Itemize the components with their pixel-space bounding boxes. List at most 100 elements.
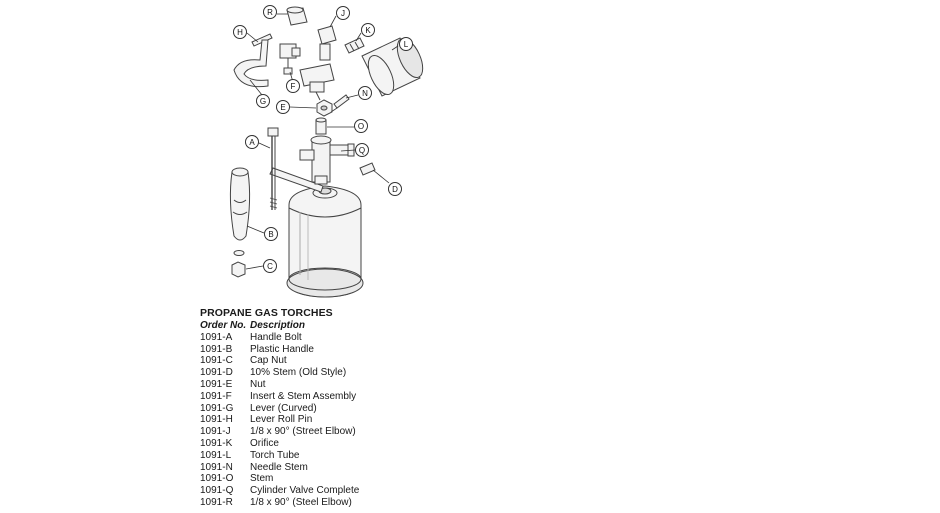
table-row: 1091-K Orifice [200,438,530,450]
handle-bracket [269,167,324,193]
description-cell: Torch Tube [250,449,300,461]
callout-e [276,100,290,114]
nut [316,99,333,117]
callout-letter: D [392,185,398,194]
order-no-cell: 1091-C [200,355,233,367]
table-row: 1091-C Cap Nut [200,355,530,367]
callout-letter: H [237,28,243,37]
order-no-cell: 1091-F [200,390,232,402]
callout-letter: B [268,230,273,239]
callout-letter: K [365,26,371,35]
callout-letter: L [404,40,409,49]
callout-letter: E [280,103,285,112]
description-cell: Insert & Stem Assembly [250,390,357,402]
callout-k [361,23,375,37]
order-no-header: Order No. [200,320,247,331]
callout-b [264,227,278,241]
parts-list: PROPANE GAS TORCHES Order No. Descriptio… [200,307,530,509]
table-row: 1091-B Plastic Handle [200,344,530,356]
order-no-cell: 1091-N [200,461,233,473]
plastic-handle [229,167,251,241]
description-cell: Plastic Handle [250,343,314,355]
order-no-cell: 1091-D [200,367,233,379]
callout-j [336,6,350,20]
exploded-parts-diagram: A B C D E F G H J K L N O Q R [229,5,424,298]
table-row: 1091-O Stem [200,473,530,485]
callout-q [355,143,369,157]
description-cell: Orifice [250,437,279,449]
callout-circles [233,5,413,273]
callout-d [388,182,402,196]
order-no-cell: 1091-J [200,426,231,438]
description-cell: Handle Bolt [250,331,302,343]
callout-o [354,119,368,133]
description-cell: Needle Stem [250,461,308,473]
table-row: 1091-H Lever Roll Pin [200,414,530,426]
cylinder-valve [299,135,355,185]
description-cell: Lever Roll Pin [250,414,313,426]
table-row: 1091-L Torch Tube [200,450,530,462]
callout-letter: F [291,82,296,91]
order-no-cell: 1091-G [200,402,234,414]
callout-letter: R [267,8,273,17]
table-row: 1091-J 1/8 x 90° (Street Elbow) [200,426,530,438]
description-cell: 1/8 x 90° (Street Elbow) [250,426,356,438]
handle-bolt [267,127,279,210]
description-header: Description [250,320,306,331]
callout-g [256,94,270,108]
table-row: 1091-G Lever (Curved) [200,403,530,415]
description-cell: 1/8 x 90° (Steel Elbow) [250,496,352,508]
steel-elbow [286,6,308,26]
table-row: 1091-E Nut [200,379,530,391]
callout-letter: C [267,262,273,271]
callout-letter: N [362,89,368,98]
orifice [344,37,365,54]
curved-lever [233,39,269,88]
table-row: 1091-A Handle Bolt [200,332,530,344]
callout-letter: O [358,122,364,131]
order-no-cell: 1091-O [200,473,234,485]
table-row: 1091-N Needle Stem [200,462,530,474]
description-cell: Stem [250,473,274,485]
callout-letters: A B C D E F G H J K L N O Q R [237,8,409,271]
leader-lines [245,13,399,270]
gas-cylinder [286,185,364,298]
stem-old-style [359,162,376,176]
callout-letter: Q [359,146,365,155]
callout-f [286,79,300,93]
description-cell: Lever (Curved) [250,402,317,414]
table-row: 1091-R 1/8 x 90° (Steel Elbow) [200,497,530,509]
callout-letter: A [249,138,255,147]
order-no-cell: 1091-R [200,496,233,508]
description-cell: Cap Nut [250,355,287,367]
callout-n [358,86,372,100]
table-row: 1091-F Insert & Stem Assembly [200,391,530,403]
callout-c [263,259,277,273]
order-no-cell: 1091-H [200,414,233,426]
order-no-cell: 1091-B [200,343,233,355]
stem [315,117,327,135]
order-no-cell: 1091-L [200,449,232,461]
callout-r [263,5,277,19]
table-row: 1091-Q Cylinder Valve Complete [200,485,530,497]
order-no-cell: 1091-K [200,437,233,449]
needle-stem [330,94,350,113]
callout-h [233,25,247,39]
callout-l [399,37,413,51]
torch-tube [361,37,424,97]
order-no-cell: 1091-A [200,331,233,343]
description-cell: 10% Stem (Old Style) [250,367,347,379]
callout-letter: J [341,9,345,18]
insert-stem-assembly [279,43,335,101]
cap-nut [231,250,246,278]
order-no-cell: 1091-Q [200,485,234,497]
description-cell: Cylinder Valve Complete [250,485,360,497]
parts-list-title: PROPANE GAS TORCHES [200,307,333,319]
callout-letter: G [260,97,266,106]
street-elbow [317,25,337,61]
table-row: 1091-D 10% Stem (Old Style) [200,367,530,379]
parts-list-header: Order No. Description [200,320,530,332]
description-cell: Nut [250,378,266,390]
order-no-cell: 1091-E [200,378,233,390]
callout-a [245,135,259,149]
